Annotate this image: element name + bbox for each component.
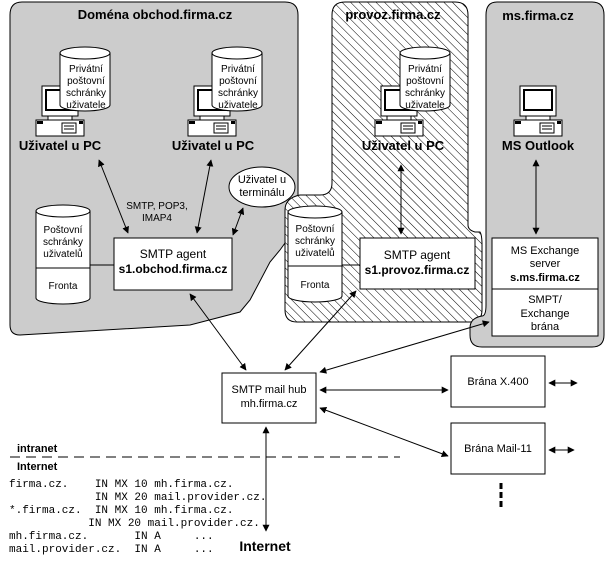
- user-mailboxes-label-1: Poštovní: [296, 224, 335, 235]
- user-mailboxes-label-3: uživatelů: [43, 248, 82, 260]
- private-mailbox-label-4: uživatele: [218, 100, 258, 111]
- domain-obchod-title: Doména obchod.firma.cz: [78, 7, 233, 22]
- smtp-agent-obchod-box: [113, 237, 233, 291]
- arrow-pc1-agent: [98, 159, 129, 234]
- ms-exchange-line1: MS Exchange: [511, 245, 579, 257]
- private-mailbox-label-3: schránky: [405, 88, 445, 99]
- dns-record: IN MX 20 mail.provider.cz.: [9, 492, 266, 504]
- smpt-gateway-line1: SMPT/: [528, 294, 563, 306]
- protocols-label-1: SMTP, POP3,: [126, 201, 188, 212]
- smpt-gateway-line2: Exchange: [521, 308, 570, 320]
- domain-provoz-title: provoz.firma.cz: [345, 7, 441, 22]
- user-mailboxes-label-2: schránky: [43, 237, 83, 248]
- smtp-agent-provoz-box: [359, 237, 476, 290]
- smtp-mail-hub-box: [221, 372, 317, 424]
- user-pc-label: Uživatel u PC: [172, 138, 255, 153]
- private-mailbox-label-2: poštovní: [406, 76, 444, 87]
- dns-record: firma.cz. IN MX 10 mh.firma.cz.: [9, 479, 233, 491]
- private-mailbox-label-2: poštovní: [219, 76, 257, 87]
- ms-exchange-line3: s.ms.firma.cz: [510, 272, 580, 284]
- dns-record: mh.firma.cz. IN A ...: [9, 531, 214, 543]
- arrow-obchod-hub: [189, 293, 247, 371]
- database-cylinder-icon: [59, 46, 111, 112]
- terminal-user-ellipse: [228, 166, 296, 208]
- private-mailbox-label-1: Privátní: [69, 64, 103, 75]
- mail-hub-line1: SMTP mail hub: [232, 384, 307, 396]
- user-pc-label: Uživatel u PC: [362, 138, 445, 153]
- protocols-label-2: IMAP4: [142, 213, 172, 224]
- connection-arrows: [98, 159, 540, 532]
- dns-record: mail.provider.cz. IN A ...: [9, 544, 214, 556]
- user-mailboxes-label-2: schránky: [295, 236, 335, 247]
- user-mailboxes-cylinder-icon: [35, 204, 91, 305]
- database-cylinder-icon: [399, 46, 451, 112]
- gateway-mail11-label: Brána Mail-11: [464, 443, 532, 455]
- dns-records: firma.cz. IN MX 10 mh.firma.cz. IN MX 20…: [9, 479, 266, 556]
- private-mailbox-label-1: Privátní: [221, 64, 255, 75]
- gateway-mail11-box: [450, 422, 546, 475]
- user-mailboxes-cylinder-icon: [287, 205, 343, 303]
- arrow-terminal-agent: [231, 207, 245, 236]
- queue-label: Fronta: [49, 281, 78, 292]
- ms-exchange-line2: server: [530, 258, 561, 270]
- user-mailboxes-label-3: uživatelů: [295, 247, 334, 259]
- domain-ms-title: ms.firma.cz: [502, 8, 574, 23]
- smtp-agent-provoz-line2: s1.provoz.firma.cz: [365, 263, 470, 277]
- private-mailbox-label-4: uživatele: [66, 100, 106, 111]
- arrow-pc2-agent: [194, 159, 214, 234]
- dns-record: IN MX 20 mail.provider.cz.: [9, 518, 260, 530]
- private-mailbox-label-3: schránky: [66, 88, 106, 99]
- private-mailbox-label-4: uživatele: [405, 100, 445, 111]
- arrow-exchange-hub: [319, 320, 490, 374]
- private-mailbox-label-2: poštovní: [67, 76, 105, 87]
- dns-record: *.firma.cz. IN MX 10 mh.firma.cz.: [9, 505, 233, 517]
- terminal-user-label-1: Uživatel u: [238, 174, 286, 186]
- database-cylinder-icon: [211, 46, 263, 112]
- terminal-user-label-2: terminálu: [239, 187, 284, 199]
- smtp-agent-obchod-line1: SMTP agent: [140, 247, 207, 261]
- pc-icon: [513, 85, 563, 137]
- internet-bottom-label: Internet: [239, 538, 291, 554]
- private-mailbox-label-3: schránky: [218, 88, 258, 99]
- gateway-x400-label: Brána X.400: [467, 376, 528, 388]
- smtp-agent-obchod-line2: s1.obchod.firma.cz: [119, 262, 228, 276]
- ms-exchange-box: [491, 237, 599, 337]
- arrow-hub-mail11: [319, 406, 449, 458]
- user-pc-label: Uživatel u PC: [19, 138, 102, 153]
- ms-outlook-label: MS Outlook: [502, 138, 575, 153]
- mail-hub-line2: mh.firma.cz: [241, 398, 298, 410]
- smpt-gateway-line3: brána: [531, 321, 560, 333]
- smtp-agent-provoz-line1: SMTP agent: [384, 248, 451, 262]
- private-mailbox-label-1: Privátní: [408, 64, 442, 75]
- queue-label: Fronta: [301, 280, 330, 291]
- user-mailboxes-label-1: Poštovní: [44, 225, 83, 236]
- intranet-label: intranet: [17, 443, 58, 455]
- internet-label: Internet: [17, 461, 58, 473]
